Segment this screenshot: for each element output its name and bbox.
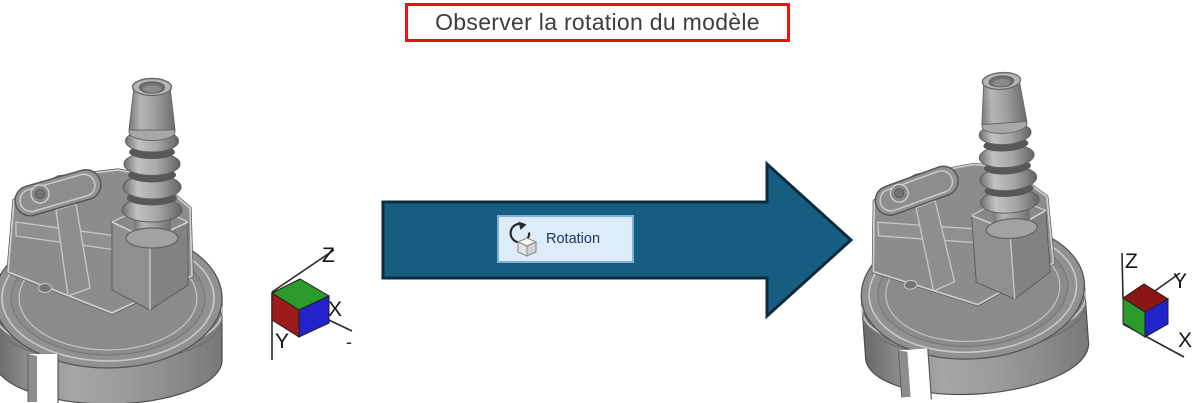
- axis-label-y: Y: [275, 330, 289, 353]
- page-title: Observer la rotation du modèle: [435, 9, 760, 35]
- stray-dash: -: [346, 332, 352, 352]
- cube-right-face-blue: [298, 295, 330, 338]
- axis-label-x: X: [1178, 329, 1192, 352]
- axis-label-z: Z: [1125, 250, 1138, 273]
- axis-label-y: Y: [1173, 270, 1187, 293]
- axis-label-x: X: [328, 298, 342, 321]
- axis-label-z: Z: [322, 244, 335, 267]
- title-box: Observer la rotation du modèle: [405, 3, 790, 42]
- axis-triad-before: Z X Y -: [270, 244, 353, 360]
- axis-triad-after: Z Y X: [1121, 250, 1192, 358]
- rotation-button[interactable]: Rotation: [497, 215, 634, 263]
- rotation-button-label: Rotation: [546, 231, 601, 247]
- rotation-cube-icon: [509, 221, 538, 257]
- model-3d-after: [844, 66, 1094, 403]
- model-3d-before: [0, 76, 224, 403]
- cube-right-face-blue: [1144, 298, 1169, 338]
